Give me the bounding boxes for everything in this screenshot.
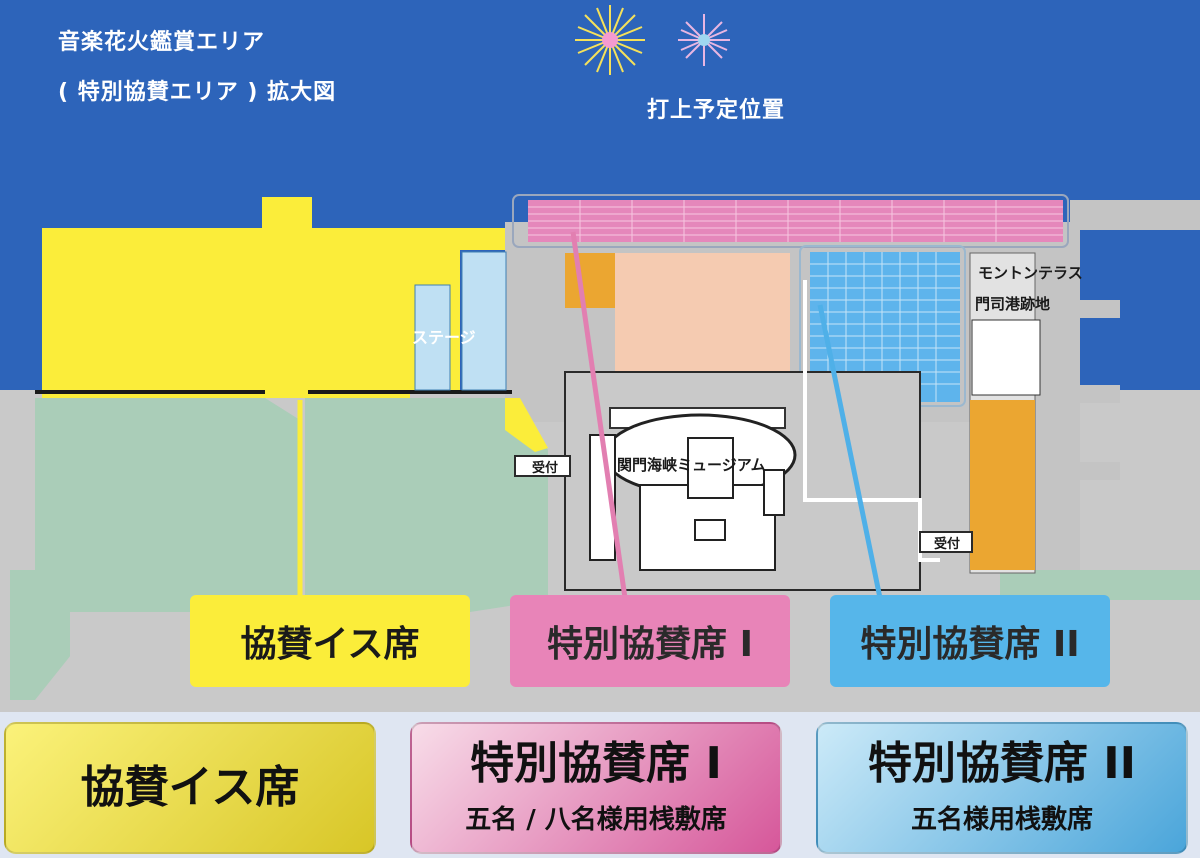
green-area-center <box>305 398 548 612</box>
east-pier <box>1070 200 1200 230</box>
museum-label: 関門海峡ミュージアム <box>617 456 766 474</box>
special1-callout-line <box>570 231 628 599</box>
chair-seat-callout[interactable]: 協賛イス席 <box>190 595 470 687</box>
museum-entrance <box>694 519 726 541</box>
reception-label-west: 受付 <box>532 460 558 476</box>
legend-card-special2[interactable]: 特別協賛席 II 五名様用桟敷席 <box>816 722 1188 854</box>
legend-title-special2: 特別協賛席 II <box>867 738 1137 790</box>
special1-seat-outline <box>512 194 1069 248</box>
firework-icon-large <box>575 5 645 75</box>
museum-wing-right <box>763 469 785 516</box>
jetty-2 <box>1070 385 1120 403</box>
legend-title-special1: 特別協賛席 I <box>470 738 722 790</box>
museum-tower <box>687 437 734 499</box>
orange-block-large <box>970 400 1035 570</box>
terrace-building <box>971 319 1041 396</box>
special2-seat-callout[interactable]: 特別協賛席 II <box>830 595 1110 687</box>
reception-badge-west <box>514 455 571 477</box>
map-title-line2: ( 特別協賛エリア ) 拡大図 <box>58 80 337 105</box>
legend-subtitle-special2: 五名様用桟敷席 <box>910 804 1093 835</box>
special1-seat-callout[interactable]: 特別協賛席 I <box>510 595 790 687</box>
reception-badge-east <box>919 531 973 553</box>
legend-card-special1[interactable]: 特別協賛席 I 五名 / 八名様用桟敷席 <box>410 722 782 854</box>
chair-seat-area-edge <box>505 398 548 452</box>
orange-block-small <box>565 253 615 308</box>
terrace-label: モントンテラス <box>978 264 1083 282</box>
legend-subtitle-special1: 五名 / 八名様用桟敷席 <box>465 804 727 835</box>
launch-position-label: 打上予定位置 <box>647 98 786 123</box>
stage-left <box>414 284 451 391</box>
jetty-1 <box>1070 300 1120 318</box>
port-site-label: 門司港跡地 <box>975 295 1050 313</box>
walkway <box>803 280 940 562</box>
chair-seat-area <box>42 197 505 398</box>
stage-right <box>461 251 507 391</box>
map-title-line1: 音楽花火鑑賞エリア <box>58 30 266 55</box>
special1-seat-grid <box>528 200 1063 242</box>
green-area-west <box>10 398 300 700</box>
stage-label: ステージ <box>412 328 476 347</box>
firework-icon-small <box>678 14 730 66</box>
legend-title-chair: 協賛イス席 <box>80 761 300 813</box>
jetty-3 <box>1070 462 1120 480</box>
reception-label-east: 受付 <box>934 536 960 552</box>
special2-callout-line <box>817 304 883 599</box>
legend-card-chair[interactable]: 協賛イス席 <box>4 722 376 854</box>
